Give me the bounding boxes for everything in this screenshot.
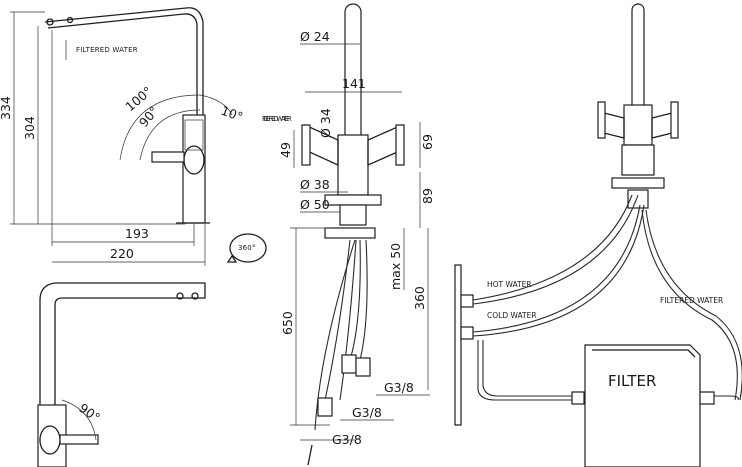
label-filtered-water-install: FILTERED WATER xyxy=(660,296,723,305)
thread-g38-3: G3/8 xyxy=(332,432,362,447)
dim-141: 141 xyxy=(342,76,366,91)
dim-69: 69 xyxy=(420,134,435,150)
dim-193: 193 xyxy=(125,226,149,241)
dim-max-50: max 50 xyxy=(388,243,403,290)
label-filtered-water-side: FILTERED WATER xyxy=(76,46,138,54)
label-hot-water: HOT WATER xyxy=(487,280,532,289)
label-cold-water: COLD WATER xyxy=(487,311,537,320)
dim-diameter-24: Ø 24 xyxy=(300,29,330,44)
rotation-360: 360° xyxy=(238,244,256,252)
dim-49: 49 xyxy=(278,142,293,158)
dim-360: 360 xyxy=(412,286,427,310)
dim-334: 334 xyxy=(0,96,13,120)
label-filter: FILTER xyxy=(608,372,656,390)
thread-g38-2: G3/8 xyxy=(352,405,382,420)
dim-650: 650 xyxy=(280,311,295,335)
dim-220: 220 xyxy=(110,246,134,261)
dim-89: 89 xyxy=(420,188,435,204)
dim-304: 304 xyxy=(22,116,37,140)
thread-g38-1: G3/8 xyxy=(384,380,414,395)
installation-view xyxy=(454,3,742,467)
dim-diameter-38: Ø 38 xyxy=(300,177,330,192)
side-view-lowered xyxy=(37,282,206,467)
dim-diameter-50: Ø 50 xyxy=(300,197,330,212)
side-view-faucet xyxy=(10,7,267,266)
dim-diameter-34: Ø 34 xyxy=(318,108,333,138)
label-filtered-water-front: FILTERED WATER xyxy=(262,115,292,123)
angle-10: 10° xyxy=(219,103,245,125)
angle-90-bottom: 90° xyxy=(76,400,103,425)
front-view-faucet xyxy=(290,3,430,466)
